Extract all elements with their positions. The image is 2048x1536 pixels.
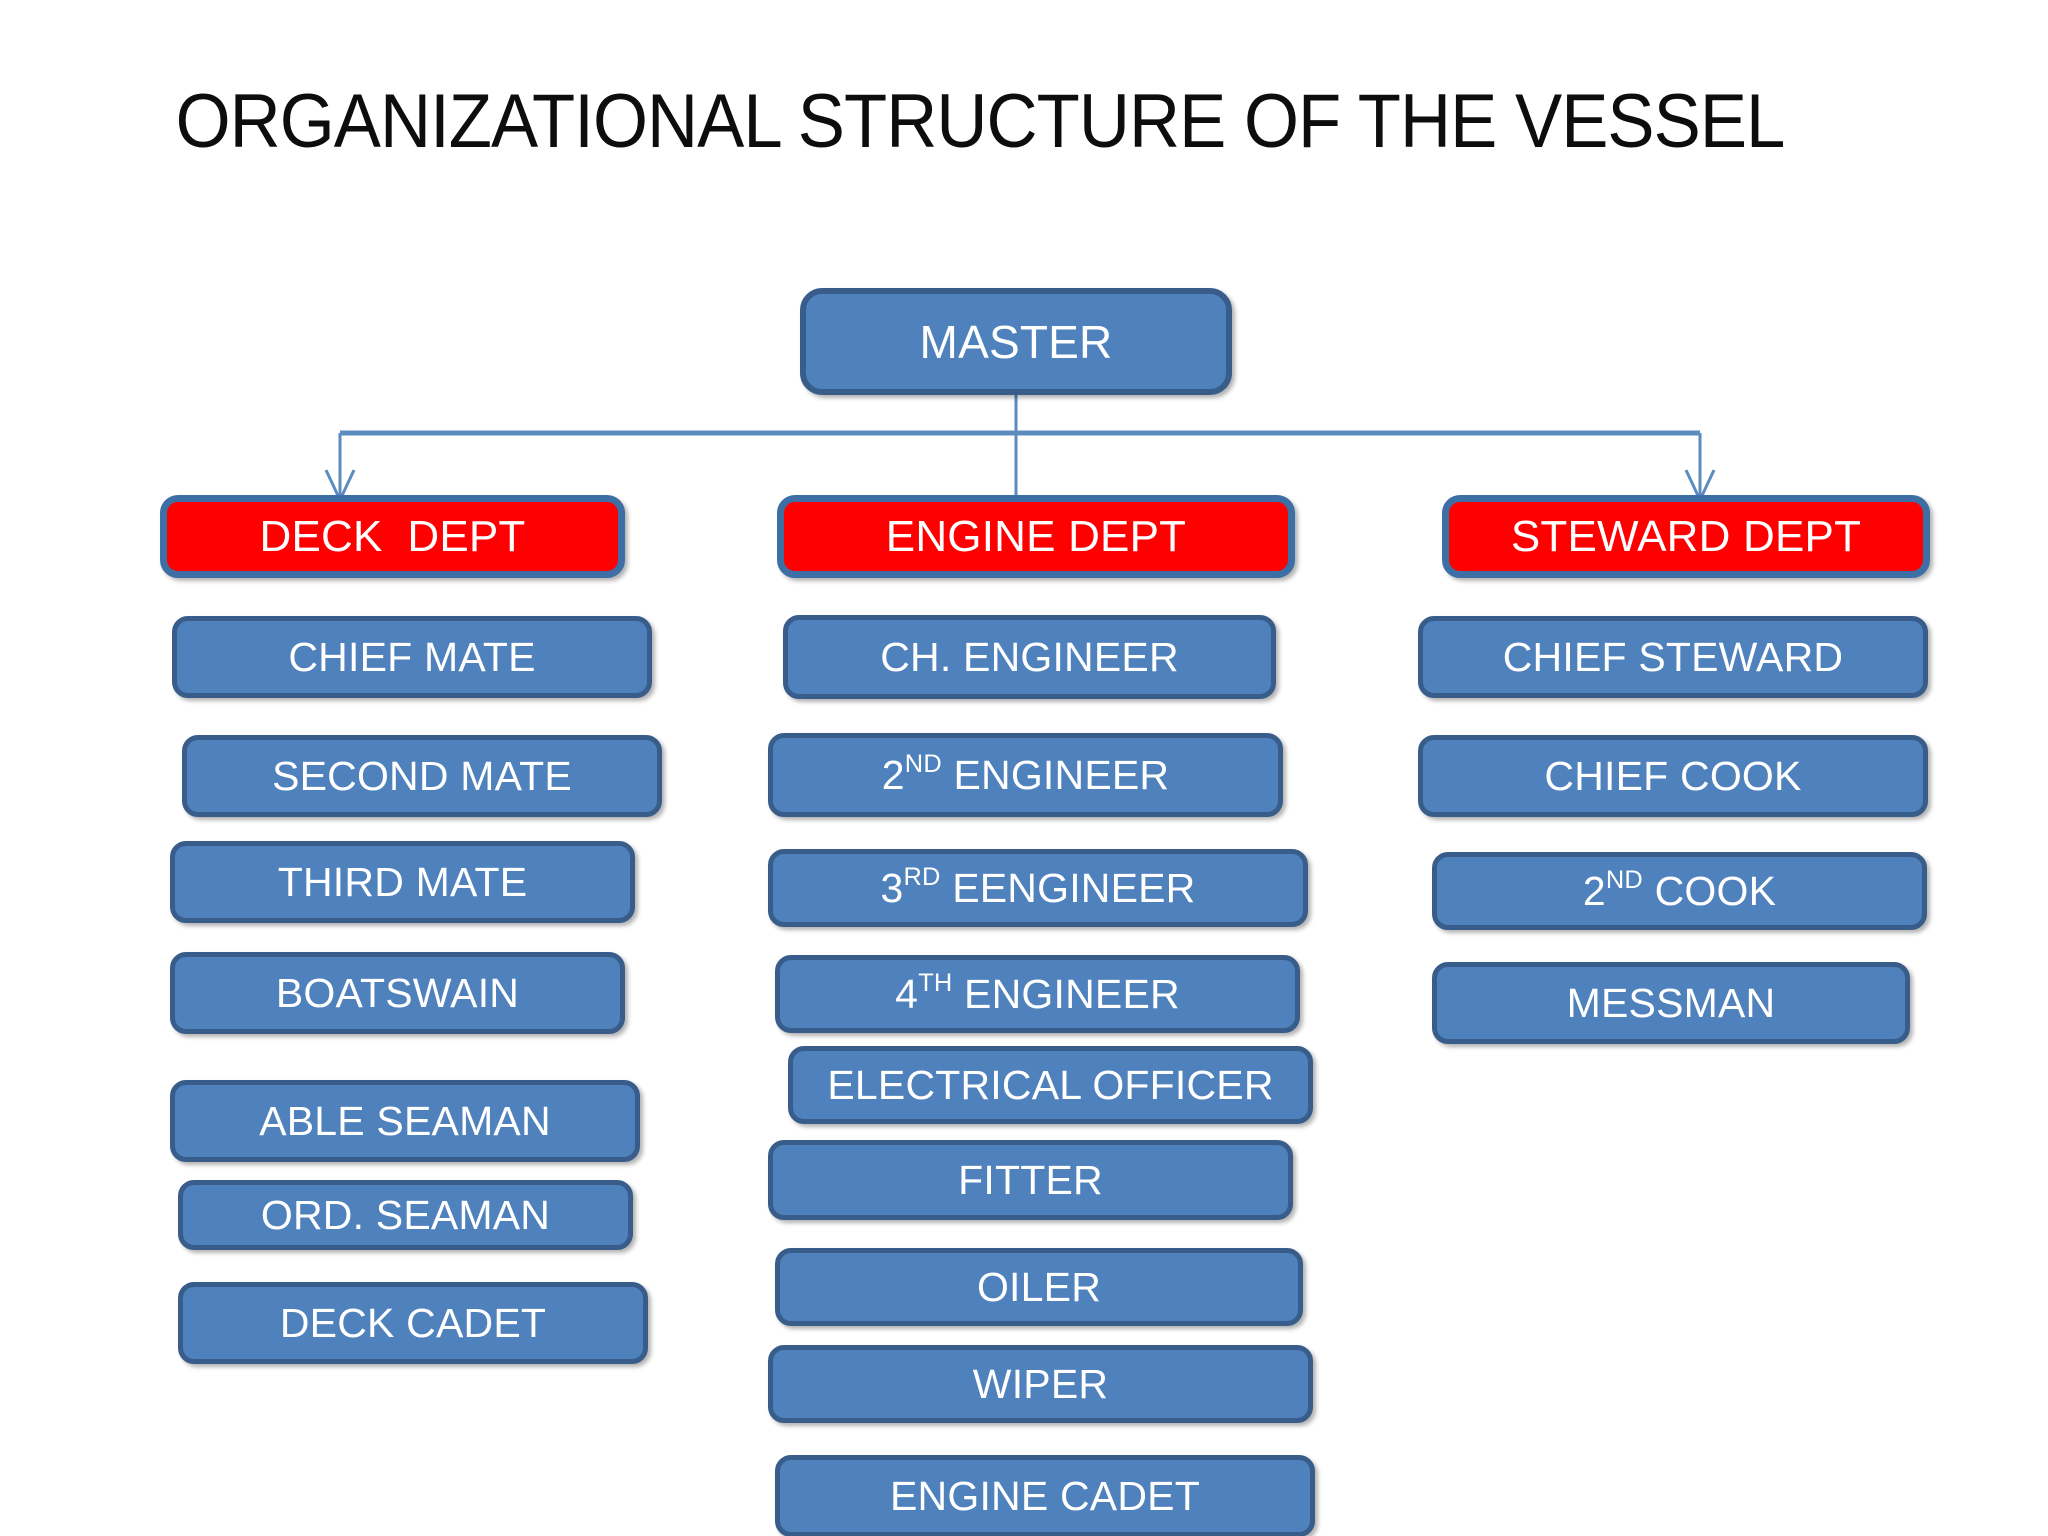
node-dept-header-engine[interactable]: ENGINE DEPT xyxy=(777,495,1295,578)
node-deck-item-1[interactable]: SECOND MATE xyxy=(182,735,662,817)
node-dept-header-deck[interactable]: DECK DEPT xyxy=(160,495,625,578)
node-deck-item-2[interactable]: THIRD MATE xyxy=(170,841,635,923)
node-steward-item-0[interactable]: CHIEF STEWARD xyxy=(1418,616,1928,698)
node-engine-item-4[interactable]: ELECTRICAL OFFICER xyxy=(788,1046,1313,1124)
node-engine-item-7[interactable]: WIPER xyxy=(768,1345,1313,1423)
node-deck-item-5[interactable]: ORD. SEAMAN xyxy=(178,1180,633,1250)
node-deck-item-4[interactable]: ABLE SEAMAN xyxy=(170,1080,640,1162)
node-deck-item-3[interactable]: BOATSWAIN xyxy=(170,952,625,1034)
page-title: ORGANIZATIONAL STRUCTURE OF THE VESSEL xyxy=(175,79,1786,164)
node-steward-item-1[interactable]: CHIEF COOK xyxy=(1418,735,1928,817)
node-deck-item-6[interactable]: DECK CADET xyxy=(178,1282,648,1364)
node-deck-item-0[interactable]: CHIEF MATE xyxy=(172,616,652,698)
node-engine-item-6[interactable]: OILER xyxy=(775,1248,1303,1326)
node-engine-item-5[interactable]: FITTER xyxy=(768,1140,1293,1220)
node-engine-item-0[interactable]: CH. ENGINEER xyxy=(783,615,1276,699)
node-steward-item-3[interactable]: MESSMAN xyxy=(1432,962,1910,1044)
node-engine-item-8[interactable]: ENGINE CADET xyxy=(775,1455,1315,1536)
node-dept-header-steward[interactable]: STEWARD DEPT xyxy=(1442,495,1930,578)
node-master[interactable]: MASTER xyxy=(800,288,1232,395)
